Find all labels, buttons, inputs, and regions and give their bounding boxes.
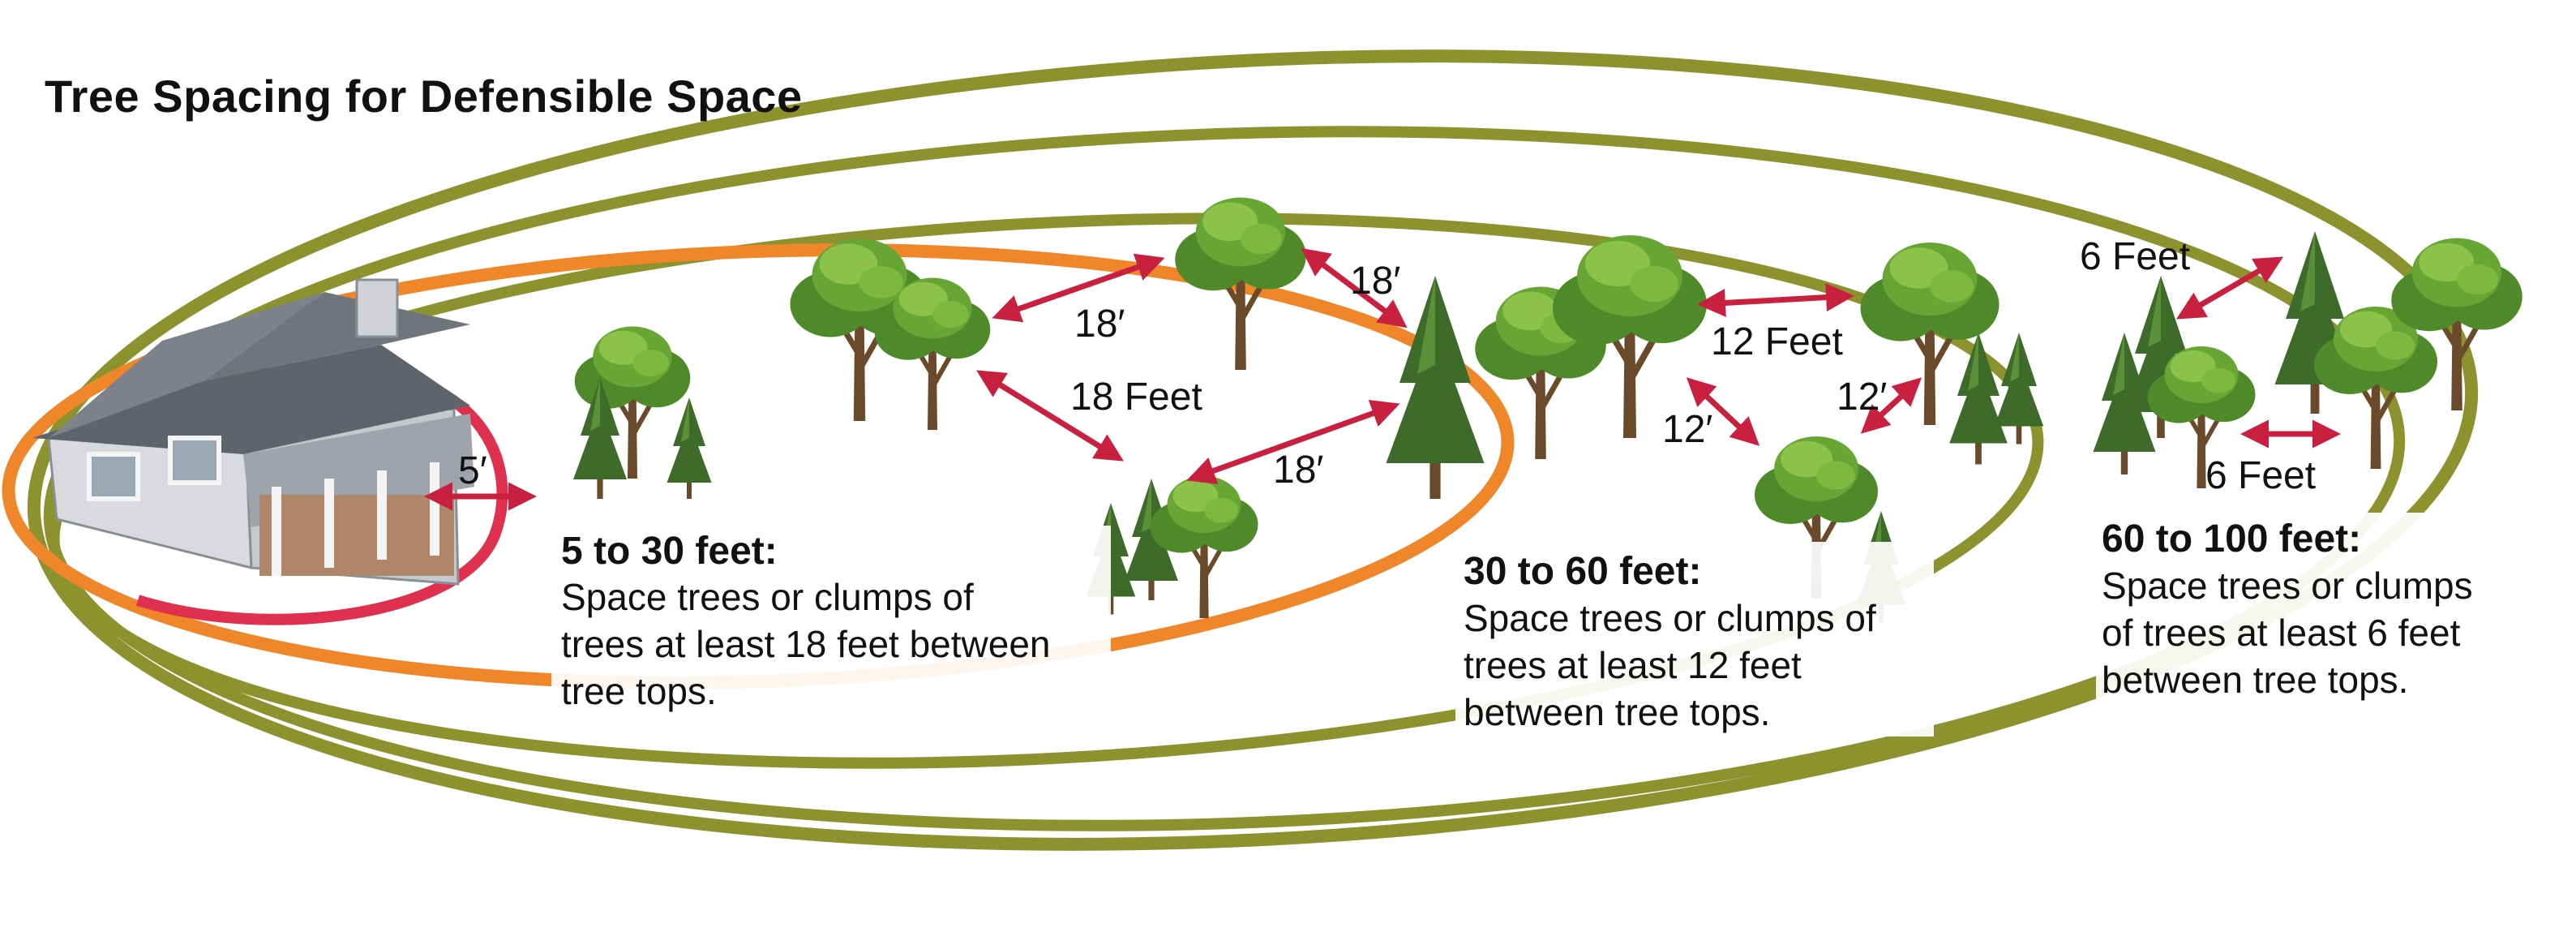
page-title: Tree Spacing for Defensible Space: [45, 71, 803, 122]
zone2-arrow-label: 18′: [1074, 303, 1125, 346]
double-arrow-icon: [1686, 377, 1760, 446]
conifer-tree-icon: [1949, 333, 2008, 465]
zone1-ring: [135, 367, 508, 625]
zone4-ring-outer: [27, 49, 2479, 851]
double-arrow-icon: [1860, 377, 1922, 434]
zone2-heading: 5 to 30 feet:: [561, 530, 778, 573]
deciduous-tree-icon: [1151, 476, 1258, 618]
zone2-center-label: 18 Feet: [1070, 376, 1202, 419]
zone2-body-line: Space trees or clumps of: [561, 576, 974, 618]
zone3-heading: 30 to 60 feet:: [1464, 550, 1701, 593]
zone3-top-label: 12 Feet: [1711, 320, 1843, 363]
zone4-heading: 60 to 100 feet:: [2102, 518, 2361, 560]
zone3-arrow-label: 12′: [1837, 376, 1887, 419]
double-arrow-icon: [1301, 247, 1408, 329]
zone4-body-line: of trees at least 6 feet: [2102, 612, 2461, 654]
double-arrow-icon: [992, 253, 1165, 323]
zone4-body-line: Space trees or clumps: [2102, 565, 2473, 607]
zone3-body-line: trees at least 12 feet: [1464, 644, 1802, 686]
zone3-body-line: between tree tops.: [1464, 691, 1770, 733]
spacing-arrows: [424, 247, 2341, 511]
zone4-top-label: 6 Feet: [2080, 235, 2190, 278]
zone2-body-line: tree tops.: [561, 670, 717, 712]
zone4-bottom-label: 6 Feet: [2205, 454, 2316, 497]
zone3-arrow-label: 12′: [1662, 408, 1712, 451]
conifer-tree-icon: [1386, 276, 1485, 499]
zone3-ring: [48, 213, 2044, 769]
zone1-distance-label: 5′: [458, 449, 487, 492]
zone2-arrow-label: 18′: [1350, 260, 1400, 303]
zone2-arrow-label: 18′: [1273, 449, 1323, 492]
double-arrow-icon: [1697, 283, 1854, 317]
zone3-body-line: Space trees or clumps of: [1464, 597, 1876, 639]
double-arrow-icon: [2175, 256, 2284, 320]
zone4-ring-inner: [43, 126, 2406, 831]
conifer-tree-icon: [667, 397, 712, 499]
house-icon: [32, 278, 474, 586]
double-arrow-icon: [1186, 400, 1400, 484]
double-arrow-icon: [976, 370, 1124, 462]
zone4-body-line: between tree tops.: [2102, 659, 2408, 701]
zone2-body-line: trees at least 18 feet between: [561, 623, 1051, 665]
